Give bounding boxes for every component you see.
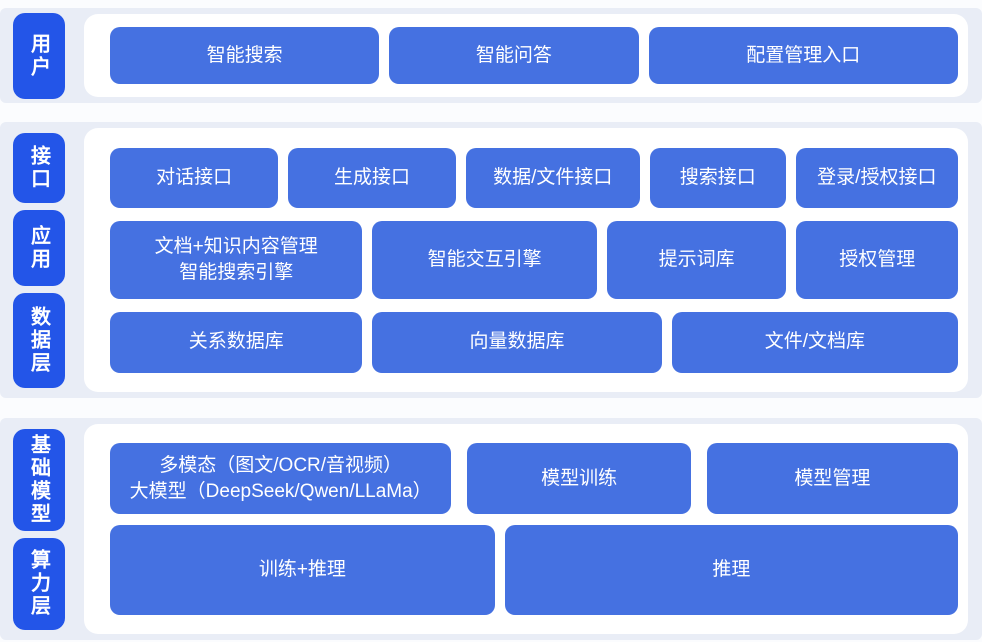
box-login-auth-api: 登录/授权接口	[795, 147, 959, 208]
box-authorization-mgmt: 授权管理	[796, 220, 959, 299]
layer-label-interface: 接口	[13, 132, 65, 203]
box-intelligent-qa: 智能问答	[389, 27, 639, 84]
row-applications: 文档+知识内容管理 智能搜索引擎 智能交互引擎 提示词库 授权管理	[110, 220, 959, 299]
side-labels-bottom: 基础模型 算力层	[13, 418, 65, 640]
panel-middle: 对话接口 生成接口 数据/文件接口 搜索接口 登录/授权接口 文档+知识内容管理…	[84, 128, 968, 392]
layer-label-user: 用户	[13, 12, 65, 99]
band-user-layer: 用户 智能搜索 智能问答 配置管理入口	[0, 8, 982, 103]
box-vector-db: 向量数据库	[372, 311, 662, 373]
row-compute: 训练+推理 推理	[110, 525, 958, 615]
side-labels-user: 用户	[13, 8, 65, 103]
box-dialog-api: 对话接口	[110, 147, 279, 208]
box-prompt-library: 提示词库	[606, 220, 787, 299]
box-training-inference: 训练+推理	[110, 525, 495, 615]
layer-label-data-layer: 数据层	[13, 292, 65, 388]
band-model-compute: 基础模型 算力层 多模态（图文/OCR/音视频） 大模型（DeepSeek/Qw…	[0, 418, 982, 640]
band-interface-application-data: 接口 应用 数据层 对话接口 生成接口 数据/文件接口 搜索接口 登录/授权接口…	[0, 122, 982, 398]
box-generation-api: 生成接口	[288, 147, 456, 208]
box-intelligent-search: 智能搜索	[110, 27, 380, 84]
panel-bottom: 多模态（图文/OCR/音视频） 大模型（DeepSeek/Qwen/LLaMa）…	[84, 424, 968, 634]
box-search-api: 搜索接口	[649, 147, 786, 208]
box-doc-knowledge-search-engine: 文档+知识内容管理 智能搜索引擎	[110, 220, 363, 299]
box-relational-db: 关系数据库	[110, 311, 363, 373]
box-model-management: 模型管理	[706, 443, 958, 514]
box-inference: 推理	[504, 525, 958, 615]
row-models: 多模态（图文/OCR/音视频） 大模型（DeepSeek/Qwen/LLaMa）…	[110, 443, 958, 514]
box-data-file-api: 数据/文件接口	[465, 147, 640, 208]
row-user-entries: 智能搜索 智能问答 配置管理入口	[110, 27, 958, 84]
layer-label-application: 应用	[13, 209, 65, 286]
panel-user-layer: 智能搜索 智能问答 配置管理入口	[84, 14, 968, 97]
layer-label-foundation-model: 基础模型	[13, 428, 65, 531]
box-config-admin-entry: 配置管理入口	[648, 27, 958, 84]
box-multimodal-llm: 多模态（图文/OCR/音视频） 大模型（DeepSeek/Qwen/LLaMa）	[110, 443, 452, 514]
side-labels-middle: 接口 应用 数据层	[13, 122, 65, 398]
layer-label-compute-layer: 算力层	[13, 537, 65, 630]
box-file-doc-store: 文件/文档库	[671, 311, 958, 373]
row-data-stores: 关系数据库 向量数据库 文件/文档库	[110, 311, 958, 373]
box-model-training: 模型训练	[467, 443, 691, 514]
box-intelligent-interaction-engine: 智能交互引擎	[372, 220, 597, 299]
row-interfaces: 对话接口 生成接口 数据/文件接口 搜索接口 登录/授权接口	[110, 147, 959, 208]
